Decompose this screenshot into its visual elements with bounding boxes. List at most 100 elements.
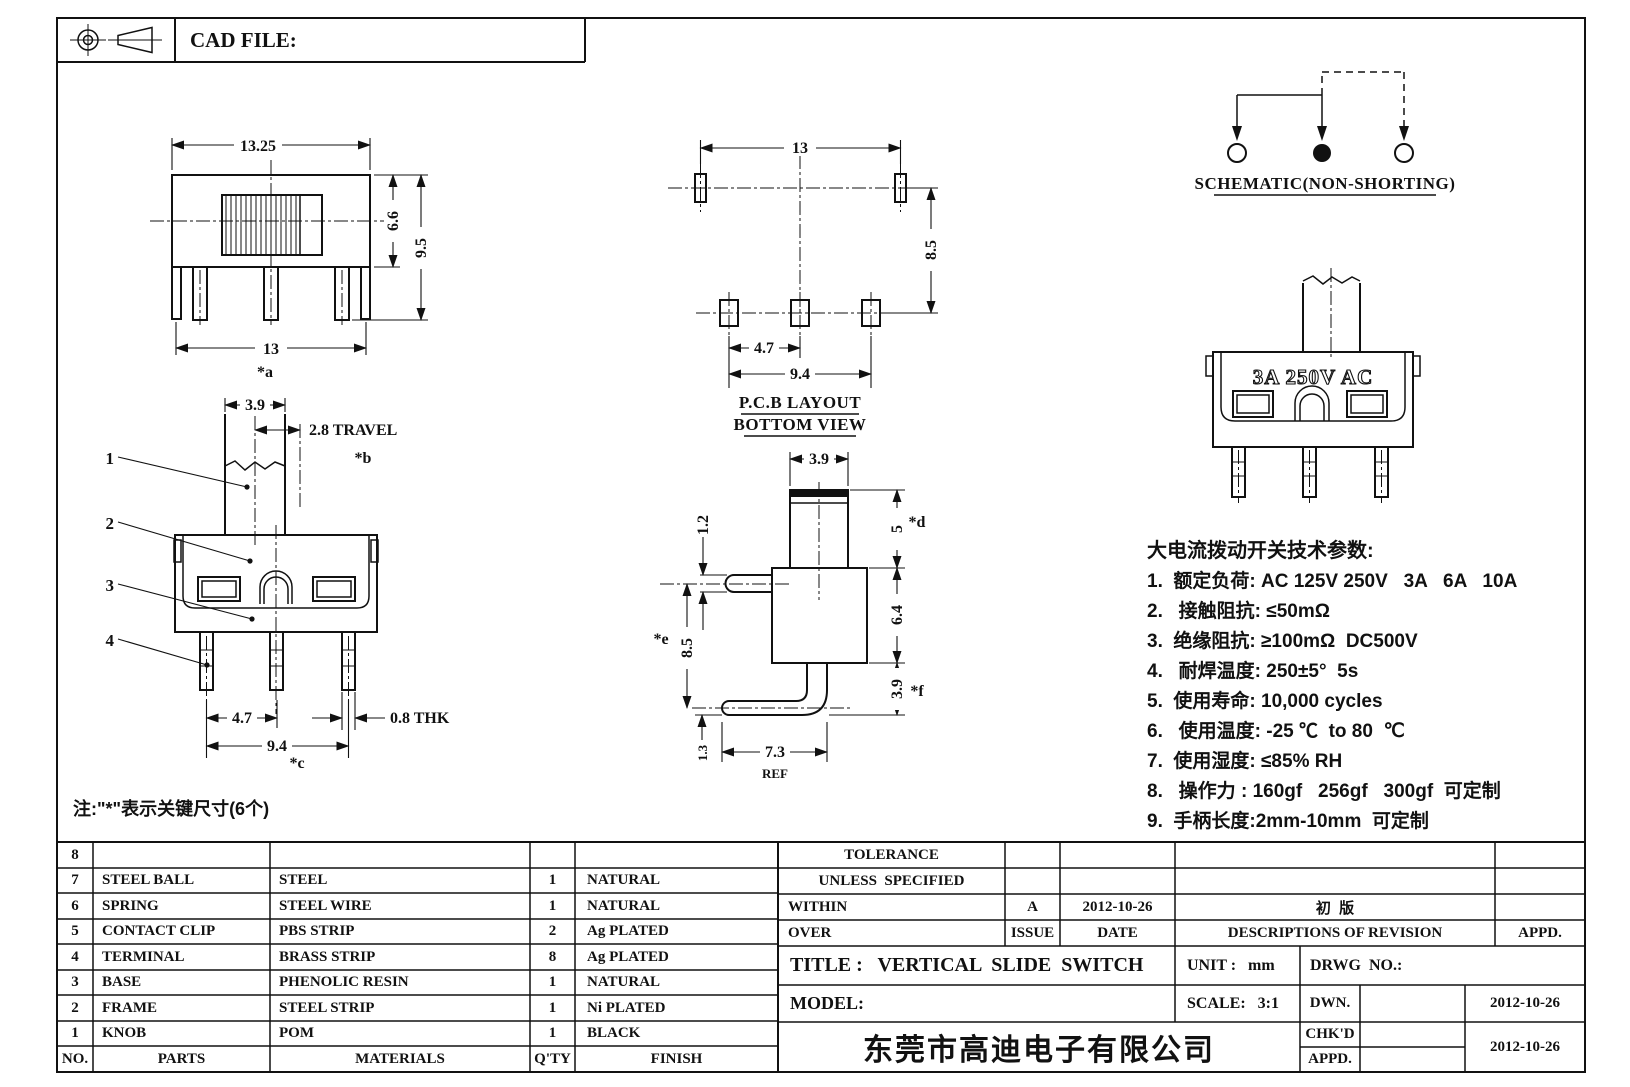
dim-13: 13 [263,341,279,358]
spec-item: 8. 操作力 : 160gf 256gf 300gf 可定制 [1147,781,1501,802]
table-row: 4 TERMINAL BRASS STRIP 8 Ag PLATED [57,944,778,970]
cell-part: BASE [102,974,142,990]
cell-finish: NATURAL [587,974,661,990]
sd-dim-6-4: 6.4 [889,605,906,625]
cell-part: SPRING [102,897,159,914]
key-b: *b [355,450,372,467]
cell-qty: 2 [548,923,557,939]
callout-1: 1 [106,449,115,468]
cell-qty: 1 [548,1025,557,1041]
revision-date: 2012-10-26 [1082,898,1153,915]
cell-qty: 1 [548,897,557,914]
sd-dim-3-9: 3.9 [809,451,829,468]
cell-no: 4 [71,948,79,965]
cell-no: 1 [71,1025,79,1041]
sd-dim-8-5: 8.5 [679,638,696,658]
unit-label: UNIT : mm [1187,956,1275,974]
cell-part: STEEL BALL [102,872,195,888]
revision-description: 初 版 [1315,899,1355,917]
view-side: 3.9 1.2 8.5 *e 5 *d 6.4 3.9 *f 7.3 REF 1… [653,450,926,781]
cell-material [270,842,530,868]
callout-4: 4 [106,631,115,650]
header-no: NO. [61,1050,89,1067]
dim-9-5: 9.5 [413,238,430,258]
cell-finish: Ag PLATED [587,948,669,965]
table-row: 2 FRAME STEEL STRIP 1 Ni PLATED [57,995,778,1021]
cell-finish [575,842,778,868]
dwn-date: 2012-10-26 [1490,995,1560,1011]
spec-item: 3. 绝缘阻抗: ≥100mΩ DC500V [1147,631,1418,652]
cell-no: 5 [71,923,79,939]
spec-item: 9. 手柄长度:2mm-10mm 可定制 [1147,811,1429,832]
dim-6-6: 6.6 [385,211,402,231]
cell-part: FRAME [102,999,157,1016]
drwg-no-label: DRWG NO.: [1310,956,1403,974]
view-product: 3A 250V AC [1205,268,1421,503]
dim-thk: 0.8 THK [390,710,450,727]
key-c: *c [289,755,304,772]
sd-dim-5: 5 [889,525,906,533]
sd-ref: REF [762,766,788,781]
dwn-label: DWN. [1309,995,1351,1011]
table-row: 6 SPRING STEEL WIRE 1 NATURAL [57,893,778,919]
cell-finish: NATURAL [587,897,661,914]
tolerance-label: TOLERANCE [844,846,939,863]
cell-material: BRASS STRIP [279,948,376,965]
chk-date: 2012-10-26 [1490,1038,1560,1055]
pcb-dim-13: 13 [792,140,808,157]
pcb-dim-8-5: 8.5 [923,240,940,260]
appd-label: APPD. [1308,1051,1352,1067]
cell-no: 2 [71,999,79,1016]
sd-dim-3-9b: 3.9 [889,679,906,699]
table-row: 8 [57,842,778,868]
issue-value: A [1027,898,1038,915]
cad-file-label: CAD FILE: [190,28,297,52]
chkd-label: CHK'D [1305,1026,1355,1042]
cell-material: STEEL STRIP [279,999,375,1016]
cell-finish: NATURAL [587,872,661,888]
dim-13-25: 13.25 [240,138,276,155]
cell-no: 7 [71,872,79,888]
cell-part [93,842,270,868]
product-marking: 3A 250V AC [1253,365,1373,389]
projection-symbol-icon [70,24,162,56]
header-qty: Q'TY [534,1050,571,1067]
pcb-subtitle: BOTTOM VIEW [734,415,867,434]
cell-material: PHENOLIC RESIN [279,974,409,990]
cell-part: TERMINAL [102,948,185,965]
spec-item: 7. 使用湿度: ≤85% RH [1147,751,1343,772]
dim-span-9-4: 9.4 [267,738,287,755]
spec-item: 4. 耐焊温度: 250±5° 5s [1147,661,1359,682]
spec-title: 大电流拨动开关技术参数: [1147,540,1374,562]
spec-item: 1. 额定负荷: AC 125V 250V 3A 6A 10A [1147,571,1518,592]
schematic-label: SCHEMATIC(NON-SHORTING) [1195,174,1456,193]
cell-qty: 8 [548,948,557,965]
cell-part: CONTACT CLIP [102,923,216,939]
sd-dim-1-2: 1.2 [695,515,712,535]
cell-qty: 1 [548,999,557,1016]
table-grid [57,841,1585,1072]
dim-knob-3-9: 3.9 [245,397,265,414]
model-label: MODEL: [790,993,864,1013]
key-a: *a [257,364,273,381]
cell-finish: Ni PLATED [587,999,666,1016]
appd-header: APPD. [1518,924,1562,941]
dim-pitch-4-7: 4.7 [232,710,252,727]
cell-no: 6 [71,897,79,914]
dim-travel: 2.8 TRAVEL [309,422,397,439]
within-label: WITHIN [788,898,848,915]
cell-qty: 1 [548,872,557,888]
cell-finish: Ag PLATED [587,923,669,939]
cell-material: STEEL WIRE [279,897,372,914]
view-pcb: 13 8.5 4.7 9.4 P.C.B LAYOUT BOTTOM VIEW [668,139,940,437]
key-d: *d [909,514,926,531]
view-a: 13.25 6.6 9.5 13 *a [150,137,430,381]
issue-header: ISSUE [1010,924,1055,941]
callout-3: 3 [106,576,115,595]
sd-dim-1-3: 1.3 [695,744,710,761]
